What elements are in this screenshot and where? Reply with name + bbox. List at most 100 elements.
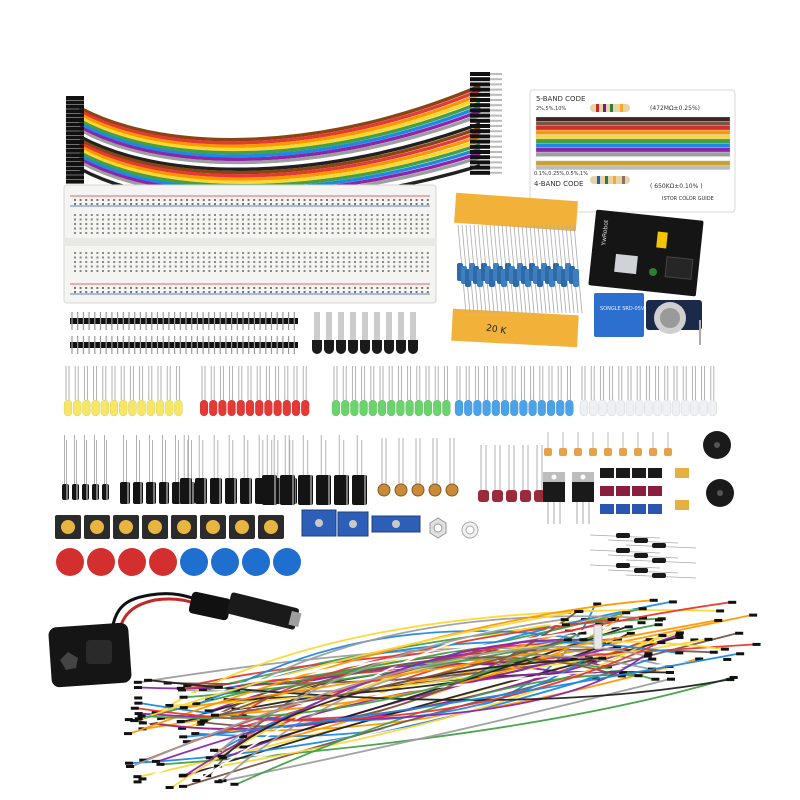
ribbon-connector-right xyxy=(470,144,490,149)
tie-hole xyxy=(186,223,188,225)
tie-hole xyxy=(398,214,401,216)
tie-hole xyxy=(107,265,110,268)
jumper-wire xyxy=(203,610,578,728)
tie-hole xyxy=(348,256,351,259)
rail-hole xyxy=(152,287,155,289)
ribbon-connector-right xyxy=(470,72,490,76)
tie-hole xyxy=(118,256,121,259)
tie-hole xyxy=(135,265,138,268)
tie-hole xyxy=(197,265,200,268)
button-cap xyxy=(87,548,115,576)
tie-hole xyxy=(421,265,424,268)
jumper-end xyxy=(205,756,214,760)
ribbon-wire xyxy=(79,126,481,175)
diode-body xyxy=(616,563,630,568)
jumper-end xyxy=(165,703,174,707)
button-cap xyxy=(149,548,177,576)
tie-hole xyxy=(359,214,362,216)
tie-hole xyxy=(382,261,384,263)
led-body xyxy=(282,399,292,417)
tie-hole xyxy=(236,223,239,225)
rail-hole xyxy=(426,291,429,293)
jumper-end xyxy=(232,690,241,694)
rail-hole xyxy=(230,287,233,289)
trimmer-potentiometers xyxy=(301,509,421,537)
jumper-end xyxy=(728,600,737,604)
tie-hole xyxy=(236,232,239,234)
tie-hole xyxy=(326,261,328,263)
cap-stripe xyxy=(96,484,98,500)
tie-hole xyxy=(158,256,160,259)
rail-hole xyxy=(292,199,295,201)
ribbon-connector-right xyxy=(470,87,490,92)
jumper-end xyxy=(574,610,583,614)
rail-hole xyxy=(298,199,300,201)
tie-hole xyxy=(410,252,412,254)
rail-hole xyxy=(281,203,284,205)
rail-hole xyxy=(264,199,267,201)
led-body xyxy=(164,399,174,417)
jumper-end xyxy=(675,651,684,655)
rail-hole xyxy=(180,287,183,289)
tie-hole xyxy=(286,232,289,234)
rail-hole xyxy=(169,287,172,289)
jumper-end xyxy=(178,688,187,692)
tie-hole xyxy=(404,265,407,268)
jumper-end xyxy=(588,660,597,664)
tie-hole xyxy=(242,261,244,263)
tie-hole xyxy=(314,214,317,216)
tie-hole xyxy=(303,232,306,234)
jumper-end xyxy=(720,647,729,651)
tie-hole xyxy=(174,218,177,221)
tie-hole xyxy=(208,232,211,234)
jumper-end xyxy=(239,745,248,749)
tie-hole xyxy=(130,265,132,268)
ribbon-connector-right xyxy=(470,108,490,113)
tie-hole xyxy=(359,265,362,268)
tie-hole xyxy=(365,261,368,263)
small-cap xyxy=(559,448,567,456)
tie-hole xyxy=(85,232,88,234)
tie-hole xyxy=(135,218,138,221)
jumper-end xyxy=(151,759,160,763)
jumper-end xyxy=(749,613,758,617)
rail-hole xyxy=(135,291,138,293)
tie-hole xyxy=(113,265,116,268)
tie-hole xyxy=(258,232,261,234)
ribbon-pin-right xyxy=(490,88,502,91)
jumper-end xyxy=(138,721,147,725)
rail-hole xyxy=(398,199,401,201)
jumper-end xyxy=(130,706,139,710)
tie-hole xyxy=(337,214,340,216)
ribbon-connector-right xyxy=(470,160,490,165)
rail-hole xyxy=(247,203,250,205)
cap-stripe xyxy=(310,475,312,505)
tie-hole xyxy=(286,256,289,259)
led-body xyxy=(625,399,635,417)
tie-hole xyxy=(342,256,345,259)
rail-hole xyxy=(298,287,300,289)
rail-hole xyxy=(230,291,233,293)
ribbon-connector-left xyxy=(66,148,84,153)
tie-hole xyxy=(230,232,233,234)
tie-hole xyxy=(326,214,328,216)
jumper-end xyxy=(619,671,628,675)
rail-hole xyxy=(113,291,116,293)
tie-hole xyxy=(197,227,200,230)
tie-hole xyxy=(163,261,166,263)
tie-hole xyxy=(158,261,160,263)
tie-hole xyxy=(404,252,407,254)
tie-hole xyxy=(118,227,121,230)
tie-hole xyxy=(393,261,396,263)
tie-hole xyxy=(230,256,233,259)
tie-hole xyxy=(421,261,424,263)
tie-hole xyxy=(152,261,155,263)
rail-hole xyxy=(74,287,76,289)
rail-hole xyxy=(180,291,183,293)
tie-hole xyxy=(102,270,104,272)
rail-hole xyxy=(354,199,356,201)
color-stripe xyxy=(535,130,731,135)
ribbon-pin-right xyxy=(490,166,502,169)
ribbon-connector-right xyxy=(470,150,490,154)
rail-hole xyxy=(258,291,261,293)
